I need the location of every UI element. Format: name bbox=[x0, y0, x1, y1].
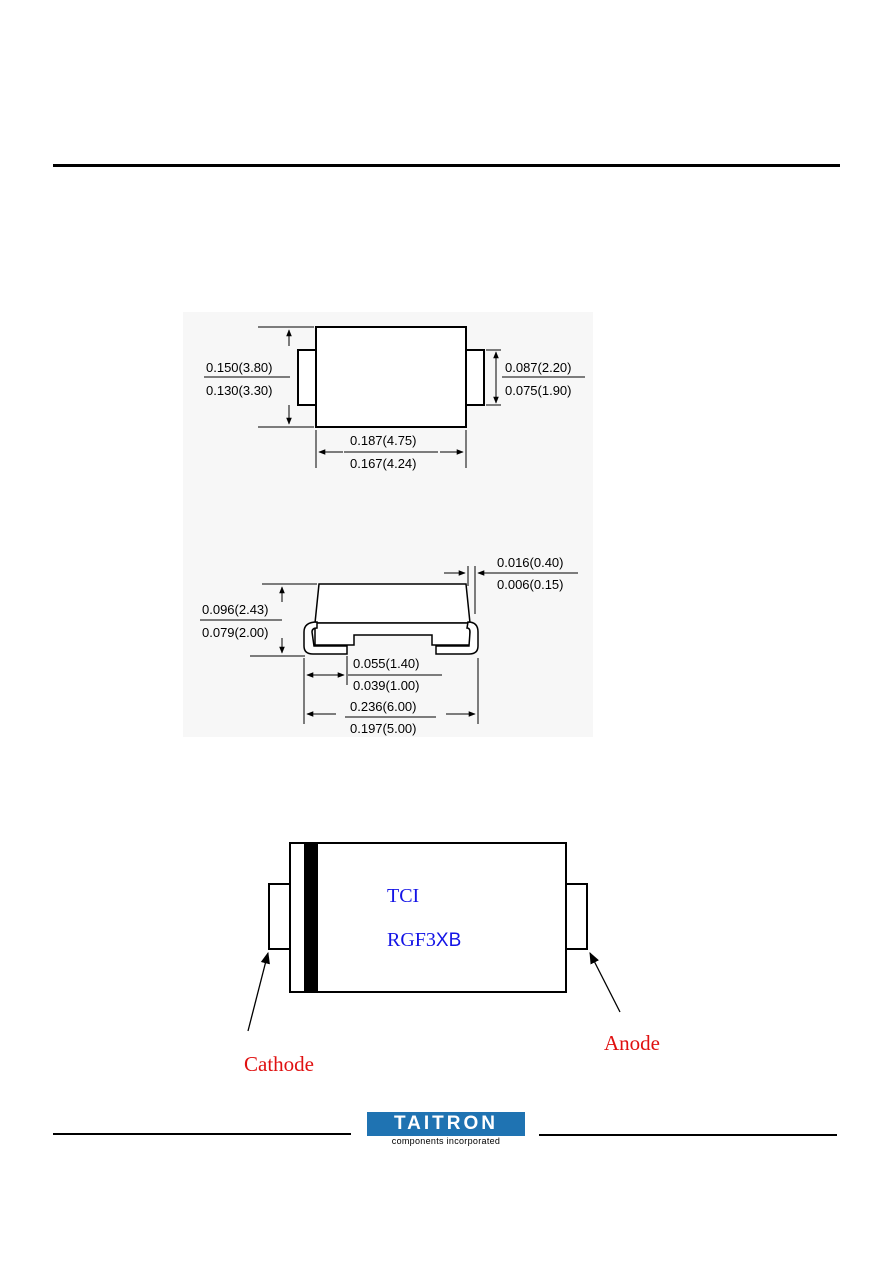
cathode-label: Cathode bbox=[244, 1052, 314, 1076]
marking-body bbox=[289, 842, 567, 993]
cathode-arrow bbox=[247, 951, 270, 1032]
taitron-logo-subtext: components incorporated bbox=[391, 1136, 501, 1146]
side-lead-thickness-min: 0.006(0.15) bbox=[497, 577, 564, 592]
footer-rule-right bbox=[539, 1134, 837, 1136]
header-rule bbox=[53, 164, 840, 167]
top-height-max: 0.150(3.80) bbox=[206, 360, 273, 375]
marking-left-lead bbox=[268, 883, 291, 950]
footer-rule-left bbox=[53, 1133, 351, 1135]
top-length-max: 0.187(4.75) bbox=[350, 433, 417, 448]
anode-arrow bbox=[589, 951, 621, 1013]
marking-line2-prefix: RGF3 bbox=[387, 929, 436, 951]
marking-line1: TCI bbox=[387, 885, 419, 907]
side-length-max: 0.236(6.00) bbox=[350, 699, 417, 714]
top-view: 0.150(3.80) 0.130(3.30) 0.087(2.20) 0.07… bbox=[204, 326, 585, 471]
side-view: 0.096(2.43) 0.079(2.00) 0.016(0.40) 0.00… bbox=[200, 555, 578, 736]
side-pad-length-min: 0.039(1.00) bbox=[353, 678, 420, 693]
top-lead-width-min: 0.075(1.90) bbox=[505, 383, 572, 398]
cathode-band bbox=[304, 843, 318, 992]
top-view-right-lead bbox=[465, 349, 485, 406]
top-view-body bbox=[315, 326, 467, 428]
top-length-min: 0.167(4.24) bbox=[350, 456, 417, 471]
marking-line2-suffix: XB bbox=[436, 930, 461, 951]
side-view-left-lead bbox=[303, 621, 348, 655]
side-height-max: 0.096(2.43) bbox=[202, 602, 269, 617]
side-length-min: 0.197(5.00) bbox=[350, 721, 417, 736]
top-height-min: 0.130(3.30) bbox=[206, 383, 273, 398]
top-view-left-lead bbox=[297, 349, 317, 406]
top-lead-width-max: 0.087(2.20) bbox=[505, 360, 572, 375]
marking-right-lead bbox=[565, 883, 588, 950]
marking-line2: RGF3XB bbox=[387, 929, 461, 951]
marking-diagram: TCI RGF3XB Cathode Anode bbox=[244, 842, 660, 1076]
side-view-body bbox=[314, 583, 471, 624]
anode-label: Anode bbox=[604, 1031, 660, 1055]
taitron-logo: TAITRON bbox=[367, 1112, 525, 1136]
side-height-min: 0.079(2.00) bbox=[202, 625, 269, 640]
side-lead-thickness-max: 0.016(0.40) bbox=[497, 555, 564, 570]
side-pad-length-max: 0.055(1.40) bbox=[353, 656, 420, 671]
side-view-right-lead bbox=[435, 621, 479, 655]
